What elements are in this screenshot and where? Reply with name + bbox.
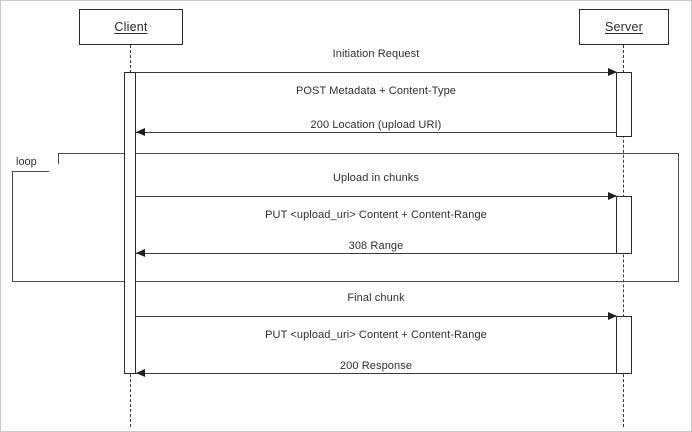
activation-bar-server-chunk[interactable] xyxy=(616,196,632,254)
message-label-upload-in-chunks: Upload in chunks xyxy=(333,172,419,184)
message-label-200-response: 200 Response xyxy=(339,360,413,372)
activation-bar-client[interactable] xyxy=(124,72,136,374)
message-label-final-chunk: Final chunk xyxy=(347,292,405,304)
fragment-loop-tab: loop xyxy=(12,153,59,172)
participant-label-client: Client xyxy=(114,20,148,34)
message-line-200-response[interactable] xyxy=(136,373,617,374)
participant-label-server: Server xyxy=(604,20,644,34)
fragment-loop[interactable] xyxy=(12,153,679,282)
message-label-put-chunk: PUT <upload_uri> Content + Content-Range xyxy=(265,209,487,221)
message-arrowhead-308-range xyxy=(136,248,145,257)
message-arrowhead-200-response xyxy=(136,368,145,377)
message-line-post-metadata[interactable] xyxy=(136,72,617,73)
message-arrowhead-post-metadata xyxy=(608,67,617,76)
message-label-200-location: 200 Location (upload URI) xyxy=(310,119,442,131)
message-label-308-range: 308 Range xyxy=(348,240,404,252)
fragment-loop-label: loop xyxy=(16,156,37,168)
activation-bar-server-final[interactable] xyxy=(616,316,632,374)
message-line-308-range[interactable] xyxy=(136,253,617,254)
message-arrowhead-200-location xyxy=(136,127,145,136)
message-label-post-metadata: POST Metadata + Content-Type xyxy=(295,85,457,97)
message-label-put-final-chunk: PUT <upload_uri> Content + Content-Range xyxy=(265,329,487,341)
message-label-initiation-request: Initiation Request xyxy=(332,48,420,60)
message-arrowhead-put-final-chunk xyxy=(608,311,617,320)
participant-box-client[interactable]: Client xyxy=(79,9,183,45)
activation-bar-server-initiation[interactable] xyxy=(616,72,632,137)
message-line-put-final-chunk[interactable] xyxy=(136,316,617,317)
message-line-200-location[interactable] xyxy=(136,132,617,133)
message-arrowhead-put-chunk xyxy=(608,191,617,200)
message-line-put-chunk[interactable] xyxy=(136,196,617,197)
participant-box-server[interactable]: Server xyxy=(579,9,669,45)
